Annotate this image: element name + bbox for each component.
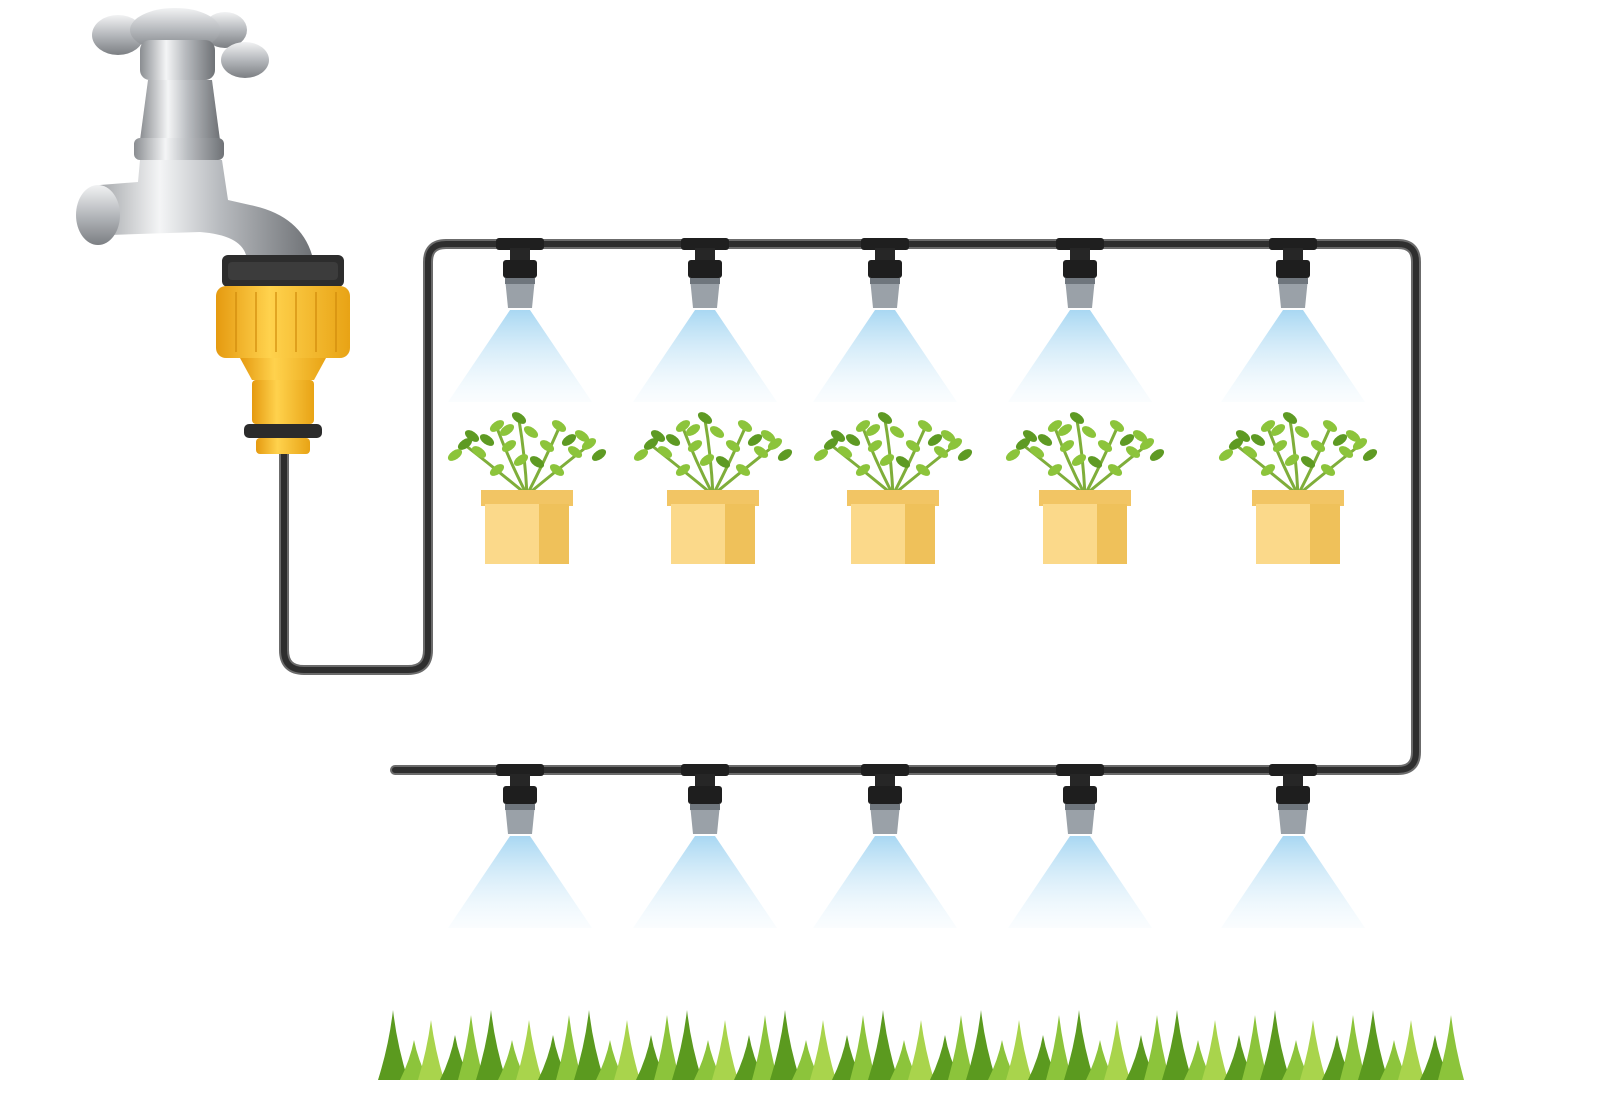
mist-nozzle-icon — [448, 764, 592, 928]
mist-nozzle-icon — [813, 238, 957, 402]
potted-plant-icon — [447, 412, 607, 564]
mist-nozzle-icon — [813, 764, 957, 928]
mist-nozzle-icon — [1221, 764, 1365, 928]
mist-spray — [1008, 836, 1152, 928]
potted-plant-icon — [633, 412, 793, 564]
mist-spray — [1008, 310, 1152, 402]
hose — [279, 239, 1421, 775]
mist-spray — [633, 836, 777, 928]
mist-spray — [1221, 836, 1365, 928]
mist-spray — [633, 310, 777, 402]
mist-spray — [448, 310, 592, 402]
potted-plant-icon — [813, 412, 973, 564]
mist-nozzle-icon — [1221, 238, 1365, 402]
mist-nozzle-icon — [1008, 764, 1152, 928]
bottom-nozzle-row — [448, 764, 1365, 928]
plant-row — [447, 412, 1378, 564]
potted-plant-icon — [1218, 412, 1378, 564]
mist-nozzle-icon — [1008, 238, 1152, 402]
grass-icon — [378, 1010, 1464, 1080]
mist-nozzle-icon — [448, 238, 592, 402]
faucet-icon — [76, 8, 312, 255]
hose-adapter-icon — [216, 255, 350, 454]
mist-spray — [813, 310, 957, 402]
potted-plant-icon — [1005, 412, 1165, 564]
mist-spray — [448, 836, 592, 928]
mist-nozzle-icon — [633, 764, 777, 928]
mist-spray — [1221, 310, 1365, 402]
mist-nozzle-icon — [633, 238, 777, 402]
mist-spray — [813, 836, 957, 928]
top-nozzle-row — [448, 238, 1365, 402]
